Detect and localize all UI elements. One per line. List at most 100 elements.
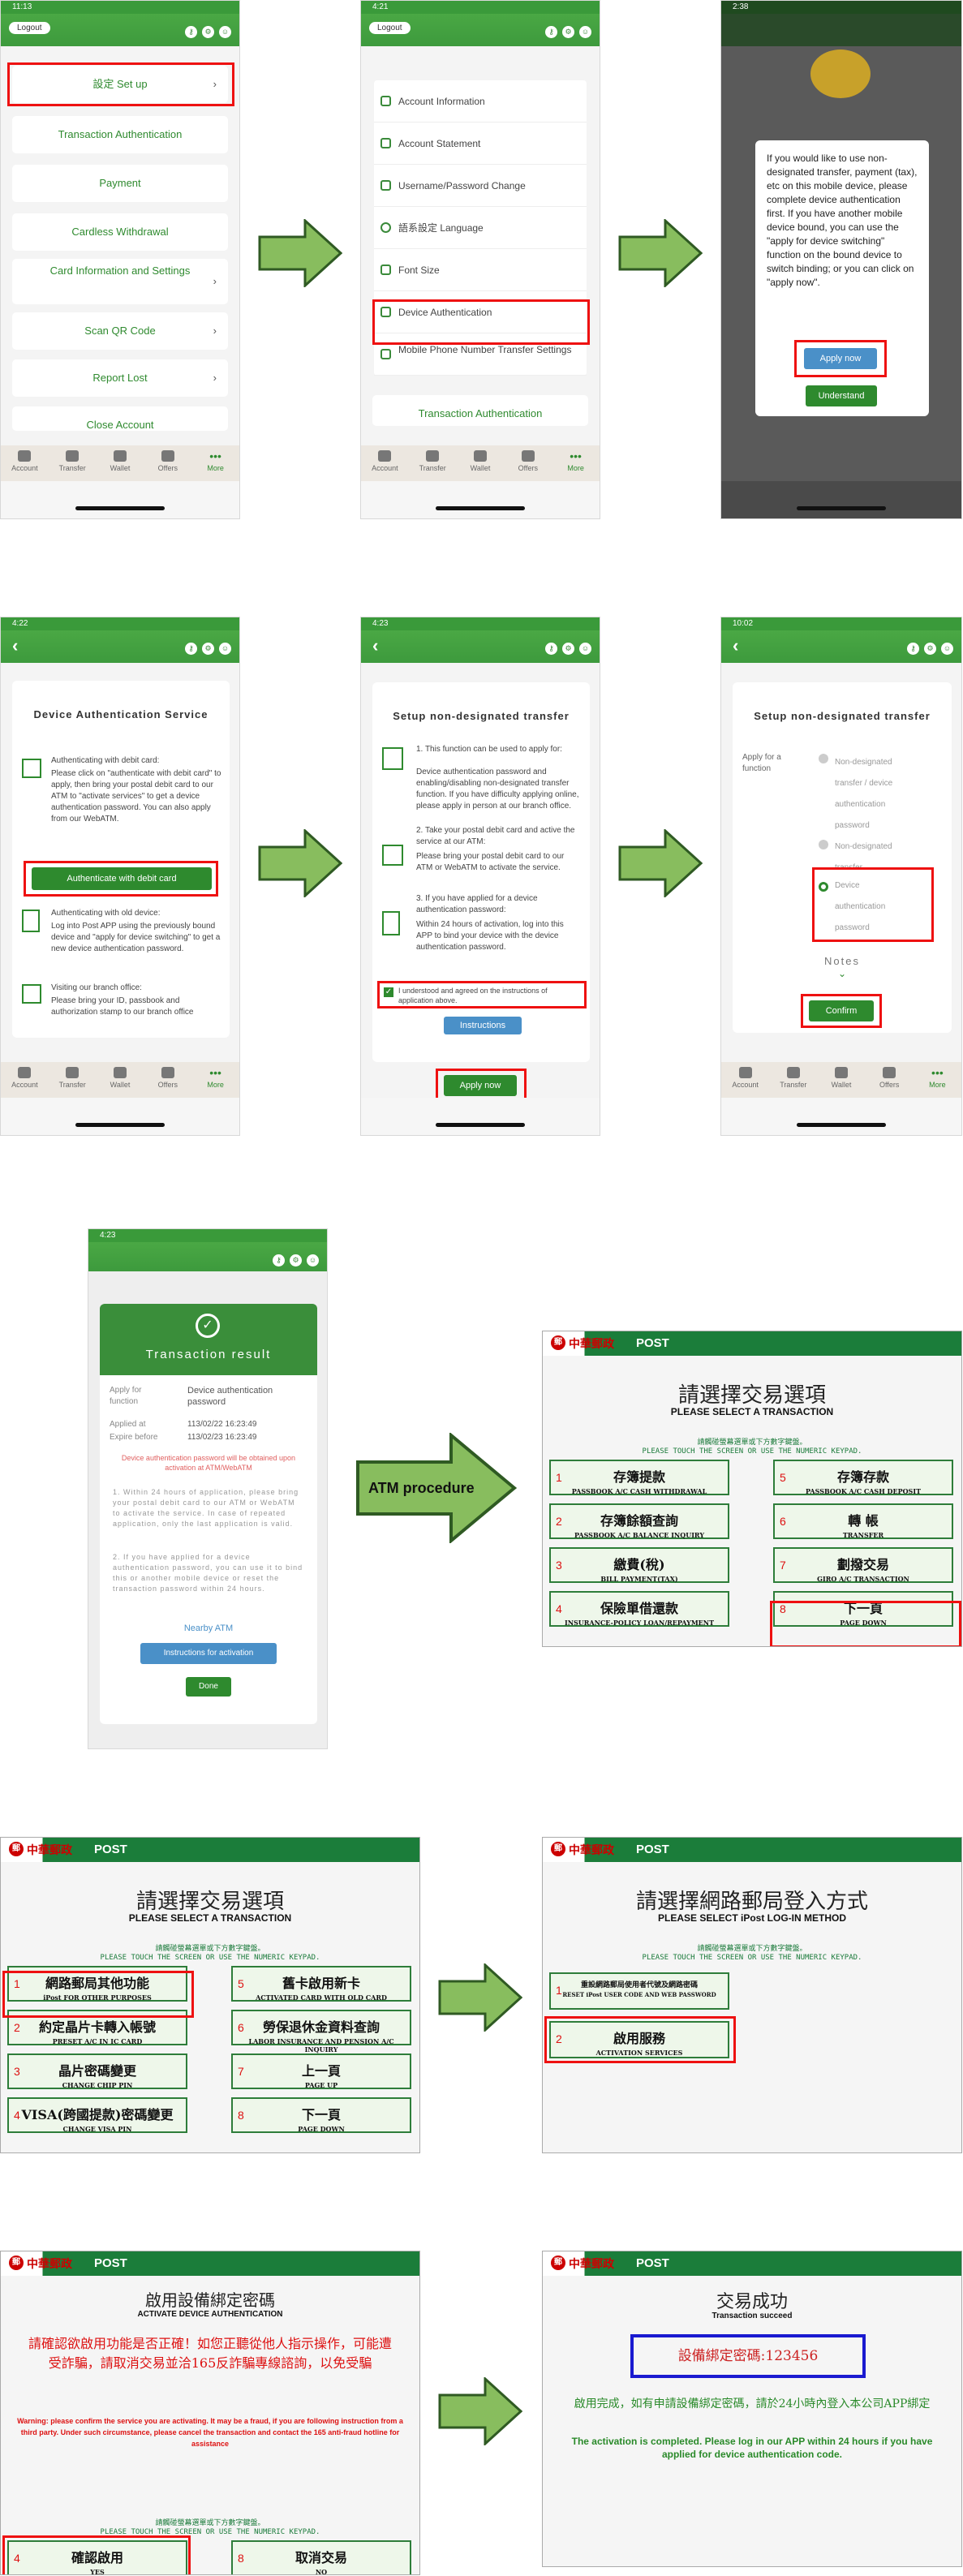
tab-wallet[interactable]: Wallet: [817, 1062, 865, 1098]
apply-now-button[interactable]: Apply now: [804, 348, 877, 369]
item-transaction-authentication[interactable]: Transaction Authentication: [372, 395, 588, 426]
item-account-statement[interactable]: Account Statement: [374, 123, 587, 165]
highlight-box: [544, 2016, 736, 2063]
key-icon[interactable]: ⚷: [907, 643, 919, 655]
key-icon[interactable]: ⚷: [185, 26, 197, 38]
done-button[interactable]: Done: [186, 1677, 231, 1697]
tab-wallet[interactable]: Wallet: [97, 445, 144, 481]
item-account-information[interactable]: Account Information: [374, 80, 587, 123]
function-label: Apply for a function: [742, 753, 781, 773]
tab-transfer[interactable]: Transfer: [49, 445, 97, 481]
item-password-change[interactable]: Username/Password Change: [374, 165, 587, 207]
tab-more[interactable]: •••More: [567, 449, 584, 472]
tab-transfer[interactable]: Transfer: [409, 445, 457, 481]
atm-screen-success: 郵中華郵政 POST 交易成功 Transaction succeed 設備綁定…: [542, 2251, 962, 2567]
item-language[interactable]: 語系設定 Language: [374, 207, 587, 249]
title-en: PLEASE SELECT iPost LOG-IN METHOD: [657, 1912, 846, 1924]
menu-scan-qr[interactable]: Scan QR Code›: [12, 312, 228, 350]
tab-transfer[interactable]: Transfer: [769, 1062, 817, 1098]
item-mobile-transfer[interactable]: Mobile Phone Number Transfer Settings: [374, 333, 587, 376]
gear-icon[interactable]: ⚙: [202, 26, 214, 38]
mascot-icon[interactable]: ☺: [219, 643, 231, 655]
key-icon[interactable]: ⚷: [545, 643, 557, 655]
menu-cardless-withdrawal[interactable]: Cardless Withdrawal: [12, 213, 228, 251]
tab-offers[interactable]: Offers: [504, 445, 552, 481]
notes-label[interactable]: Notes: [824, 955, 860, 967]
understand-button[interactable]: Understand: [806, 385, 877, 406]
menu-set-up[interactable]: 設定 Set up›: [12, 66, 228, 103]
tab-account[interactable]: Account: [361, 445, 409, 481]
radio-opt1[interactable]: [819, 754, 828, 763]
back-icon[interactable]: ‹: [733, 635, 739, 656]
instructions-button[interactable]: Instructions: [444, 1017, 522, 1034]
radio-opt3-selected[interactable]: [819, 882, 828, 892]
instructions-activation-button[interactable]: Instructions for activation: [140, 1643, 277, 1664]
popup-message: If you would like to use non-designated …: [767, 153, 918, 288]
mascot-icon[interactable]: ☺: [579, 643, 591, 655]
nearby-atm-link[interactable]: Nearby ATM: [183, 1623, 234, 1633]
sec1-head: Authenticating with debit card:: [51, 756, 160, 765]
tab-more[interactable]: •••More: [207, 449, 224, 472]
agree-checkbox[interactable]: ✓: [384, 987, 393, 997]
menu-transaction-authentication[interactable]: Transaction Authentication: [12, 116, 228, 153]
tab-wallet[interactable]: Wallet: [457, 445, 505, 481]
back-icon[interactable]: ‹: [12, 635, 19, 656]
gear-icon[interactable]: ⚙: [562, 26, 574, 38]
tab-account[interactable]: Account: [1, 445, 49, 481]
logout-button[interactable]: Logout: [369, 22, 411, 34]
mascot-icon[interactable]: ☺: [579, 26, 591, 38]
tab-wallet[interactable]: Wallet: [97, 1062, 144, 1098]
mascot-icon[interactable]: ☺: [941, 643, 953, 655]
tab-more[interactable]: •••More: [207, 1066, 224, 1089]
menu-payment[interactable]: Payment: [12, 165, 228, 202]
gear-icon[interactable]: ⚙: [202, 643, 214, 655]
key-icon[interactable]: ⚷: [545, 26, 557, 38]
tab-more[interactable]: •••More: [929, 1066, 946, 1089]
check-icon: ✓: [196, 1314, 220, 1338]
item-device-authentication[interactable]: Device Authentication: [374, 291, 587, 333]
logout-button[interactable]: Logout: [9, 22, 50, 34]
touch-en: PLEASE TOUCH THE SCREEN OR USE THE NUMER…: [642, 1954, 862, 1962]
tab-account[interactable]: Account: [721, 1062, 769, 1098]
gear-icon[interactable]: ⚙: [290, 1254, 302, 1266]
mascot-icon[interactable]: ☺: [219, 26, 231, 38]
menu-report-lost[interactable]: Report Lost›: [12, 359, 228, 397]
tab-offers[interactable]: Offers: [866, 1062, 914, 1098]
tab-transfer[interactable]: Transfer: [49, 1062, 97, 1098]
menu-card-information[interactable]: Card Information and Settings›: [12, 259, 228, 304]
tab-account[interactable]: Account: [1, 1062, 49, 1098]
radio-opt2[interactable]: [819, 840, 828, 849]
key-icon[interactable]: ⚷: [273, 1254, 285, 1266]
gear-icon[interactable]: ⚙: [562, 643, 574, 655]
apply-now-button[interactable]: Apply now: [444, 1075, 517, 1096]
gear-icon[interactable]: ⚙: [924, 643, 936, 655]
tab-offers[interactable]: Offers: [144, 445, 191, 481]
mascot-icon[interactable]: ☺: [307, 1254, 319, 1266]
menu-close-account[interactable]: Close Account: [12, 406, 228, 431]
key-icon[interactable]: ⚷: [185, 643, 197, 655]
chevron-down-icon[interactable]: ⌄: [837, 968, 847, 979]
authenticate-debit-card-button[interactable]: Authenticate with debit card: [32, 867, 212, 890]
item-font-size[interactable]: Font Size: [374, 249, 587, 291]
back-icon[interactable]: ‹: [372, 635, 379, 656]
tab-offers[interactable]: Offers: [144, 1062, 191, 1098]
confirm-button[interactable]: Confirm: [809, 1000, 874, 1021]
